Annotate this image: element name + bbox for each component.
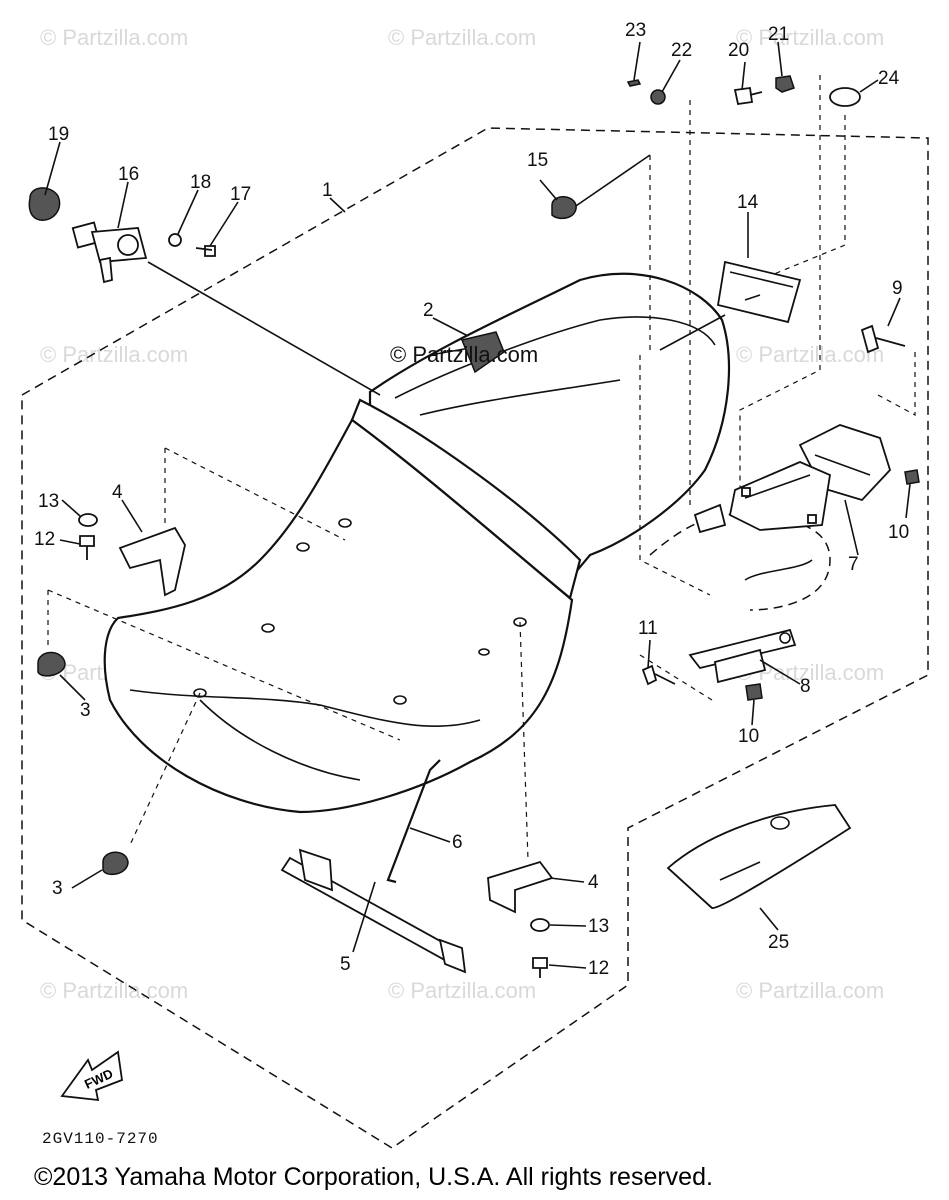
nut-icon xyxy=(745,683,763,701)
seat-lock-icon xyxy=(71,221,148,284)
callout-14: 14 xyxy=(737,192,759,213)
assembly-guides xyxy=(47,75,916,861)
screw-icon xyxy=(532,957,548,978)
callout-20: 20 xyxy=(728,40,749,61)
watermark: © Partzilla.com xyxy=(40,25,188,50)
watermark: © Partzilla.com xyxy=(736,25,884,50)
center-watermark: © Partzilla.com xyxy=(390,342,538,367)
watermark: © Partzilla.com xyxy=(40,342,188,367)
lock-lever-icon xyxy=(280,848,467,974)
damper-icon xyxy=(37,651,66,677)
mounting-bracket-icon xyxy=(487,860,554,914)
bolt-icon xyxy=(733,86,763,106)
callout-22: 22 xyxy=(671,40,692,61)
pin-icon xyxy=(626,79,642,87)
key-cap-icon xyxy=(28,187,61,221)
watermark: © Partzilla.com xyxy=(736,978,884,1003)
bolt-icon xyxy=(641,664,676,686)
watermark: © Partzilla.com xyxy=(40,978,188,1003)
callout-numbers: 19 16 18 17 1 15 14 2 23 22 20 21 24 9 7… xyxy=(34,20,909,979)
seat-assembly xyxy=(103,272,730,814)
mounting-bracket-icon xyxy=(118,526,186,597)
callout-13a: 13 xyxy=(38,491,59,512)
callout-19: 19 xyxy=(48,124,69,145)
callout-3b: 3 xyxy=(52,878,63,899)
cap-icon xyxy=(829,87,861,107)
callout-13b: 13 xyxy=(588,916,609,937)
callout-17: 17 xyxy=(230,184,251,205)
callout-1: 1 xyxy=(322,180,333,201)
bolt-icon xyxy=(860,324,906,354)
tool-bag-icon xyxy=(666,804,852,909)
fwd-arrow-icon: FWD xyxy=(60,1050,123,1102)
damper-icon xyxy=(551,196,577,220)
callout-16: 16 xyxy=(118,164,139,185)
callout-8: 8 xyxy=(800,676,811,697)
callout-12a: 12 xyxy=(34,529,55,550)
watermark: © Partzilla.com xyxy=(388,978,536,1003)
bracket-icon xyxy=(693,503,727,534)
callout-12b: 12 xyxy=(588,958,609,979)
callout-25: 25 xyxy=(768,932,789,953)
callout-6: 6 xyxy=(452,832,463,853)
callout-18: 18 xyxy=(190,172,211,193)
hinge-bracket-icon xyxy=(728,424,892,531)
washer-icon xyxy=(168,233,182,247)
callout-2: 2 xyxy=(423,300,434,321)
washer-icon xyxy=(530,918,550,932)
callout-23: 23 xyxy=(625,20,646,41)
callout-10a: 10 xyxy=(888,522,909,543)
nut-icon xyxy=(904,469,920,485)
callout-9: 9 xyxy=(892,278,903,299)
seat-hook-icon xyxy=(688,628,797,684)
callout-7: 7 xyxy=(848,554,859,575)
callout-4a: 4 xyxy=(112,482,123,503)
screw-icon xyxy=(195,245,216,257)
nut-icon xyxy=(775,75,795,93)
callout-5: 5 xyxy=(340,954,351,975)
callout-10b: 10 xyxy=(738,726,759,747)
damper-icon xyxy=(102,851,129,876)
lock-cable-icon xyxy=(386,759,441,884)
callout-4b: 4 xyxy=(588,872,599,893)
watermark: © Partzilla.com xyxy=(736,342,884,367)
washer-icon xyxy=(650,89,666,105)
watermark: © Partzilla.com xyxy=(388,25,536,50)
callout-11: 11 xyxy=(638,618,658,639)
screw-icon xyxy=(79,535,95,560)
copyright-notice: ©2013 Yamaha Motor Corporation, U.S.A. A… xyxy=(34,1163,713,1191)
callout-24: 24 xyxy=(878,68,900,89)
assembly-boundary xyxy=(21,127,929,1149)
reflector-icon xyxy=(716,260,802,324)
washer-icon xyxy=(78,513,98,527)
callout-3a: 3 xyxy=(80,700,91,721)
drawing-code: 2GV110-7270 xyxy=(42,1130,159,1148)
leader-lines xyxy=(44,41,911,969)
rear-frame-outline xyxy=(649,513,831,611)
seat-strap-icon xyxy=(460,331,505,374)
callout-21: 21 xyxy=(768,24,789,45)
callout-15: 15 xyxy=(527,150,548,171)
